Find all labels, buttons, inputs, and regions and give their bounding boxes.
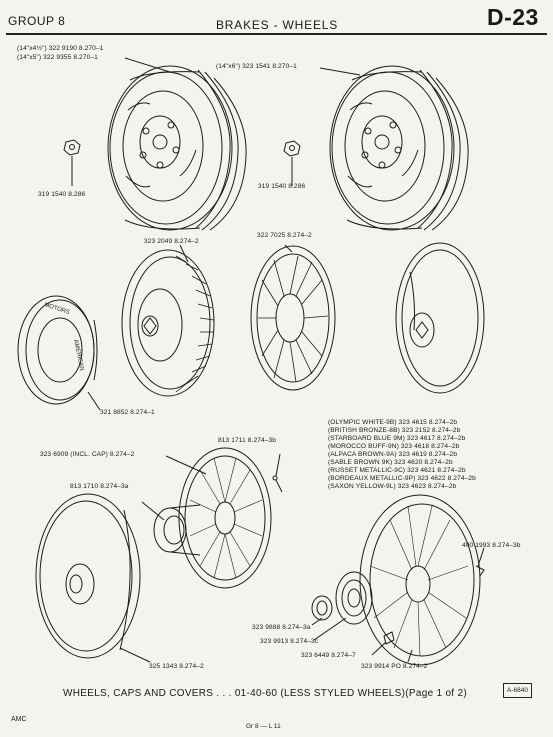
color-list-item: (RUSSET METALLIC-9C) 323 4621 8.274–2b: [328, 467, 466, 474]
label-screw-top: 813 1711 8.274–3b: [218, 437, 277, 444]
adapter: [383, 631, 395, 645]
color-list-item: (BORDEAUX METALLIC-9P) 323 4622 8.274–2b: [328, 475, 476, 482]
color-list-item: (MOROCCO BUFF-9N) 323 4618 8.274–2b: [328, 443, 460, 450]
color-list-item: (SABLE BROWN 9K) 323 4620 8.274–2b: [328, 459, 453, 466]
wire-wheel-cover: [359, 494, 481, 666]
spinner: [335, 571, 373, 625]
lug-nut-left: [63, 139, 81, 156]
section-title: BRAKES - WHEELS: [216, 18, 339, 32]
label-hubcap: 321 8852 8.274–1: [100, 409, 155, 416]
hubcap-lettering-side: AMERICAN: [72, 339, 84, 371]
wheel-cover-a: [121, 249, 215, 397]
screw: [272, 475, 283, 493]
color-list-item: (ALPACA BROWN-9A) 323 4619 8.274–2b: [328, 451, 458, 458]
footer-publisher: AMC: [11, 716, 27, 723]
wheel-cover-b: [250, 245, 336, 391]
ornament: [311, 595, 333, 621]
color-list-item: (SAXON YELLOW-9L) 323 4623 8.274–2b: [328, 483, 457, 490]
steel-wheel-right: [329, 65, 469, 231]
label-lug-nut-left: 319 1540 8.286: [38, 191, 86, 198]
hubcap-lettering-top: MOTORS: [43, 302, 70, 316]
plain-wheel-cover: [35, 493, 141, 659]
footer-page-ref: Gr 8 — L 11: [246, 723, 281, 730]
figure-caption: WHEELS, CAPS AND COVERS . . . 01-40-60 (…: [63, 688, 467, 699]
color-list-item: (STARBOARD BLUE 9M) 323 4617 8.274–2b: [328, 435, 466, 442]
label-wheel-14x6: (14"x6") 323 1541 8.270–1: [216, 63, 297, 70]
figure-id-box: A-6840: [503, 683, 532, 698]
wheel-cover-painted: [395, 242, 485, 394]
label-clip: 400 1993 8.274–3b: [462, 542, 521, 549]
label-plain-cover: 325 1343 8.274–2: [149, 663, 204, 670]
color-list-item: (OLYMPIC WHITE-9B) 323 4615 8.274–2b: [328, 419, 458, 426]
label-lug-nut-right: 319 1540 8.286: [258, 183, 306, 190]
hubcap-small: [17, 295, 98, 405]
header-rule: [6, 33, 547, 35]
steel-wheel-left: [107, 65, 247, 231]
clip: [475, 565, 485, 577]
page-code: D-23: [487, 4, 539, 30]
lug-nut-right: [283, 140, 301, 157]
label-wire-cover: 323 9914 PO 8.274–2: [361, 663, 428, 670]
label-wire-wheel: 323 6909 (INCL. CAP) 8.274–2: [40, 451, 135, 458]
label-hub-cap-center: 813 1710 8.274–3a: [70, 483, 129, 490]
label-wheel-14x5: (14"x5") 322 9355 8.270–1: [17, 54, 98, 61]
color-list-item: (BRITISH BRONZE-8B) 323 2152 8.274–2b: [328, 427, 461, 434]
group-label: GROUP 8: [8, 14, 66, 28]
label-spinner: 323 9913 8.274–3c: [260, 638, 319, 645]
wire-wheel: [153, 447, 272, 589]
label-ornament: 323 9888 8.274–3a: [252, 624, 311, 631]
label-cover-a: 323 2049 8.274–2: [144, 238, 199, 245]
label-wheel-14x4-5: (14"x4½") 322 9190 8.270–1: [17, 45, 104, 52]
label-adapter: 323 6449 8.274–7: [301, 652, 356, 659]
label-cover-b: 322 7025 8.274–2: [257, 232, 312, 239]
